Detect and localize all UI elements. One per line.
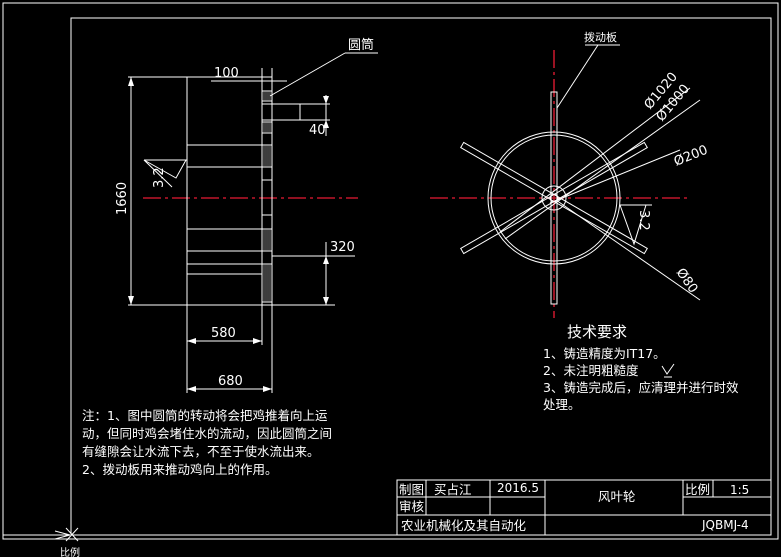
note-line-2: 动，但同时鸡会堵住水的流动，因此圆筒之间: [82, 426, 332, 441]
roughness-right: 3.2: [636, 210, 651, 231]
dim-phi200: Ø200: [672, 143, 710, 170]
dim-40: 40: [309, 123, 326, 138]
tb-drawing-no: JQBMJ-4: [701, 518, 749, 532]
tech-line-3: 3、铸造完成后，应清理并进行时效: [543, 380, 739, 395]
paddle-vertical: [550, 91, 558, 305]
note-line-4: 2、拨动板用来推动鸡向上的作用。: [82, 462, 277, 477]
corner-scale-label: 比例: [60, 546, 80, 557]
dim-phi80: Ø80: [673, 266, 701, 297]
dim-1660: 1660: [115, 182, 130, 215]
dim-580: 580: [211, 326, 236, 341]
dim-320: 320: [330, 240, 355, 255]
note-line-3: 有缝隙会让水流下去，不至于使水流出来。: [82, 444, 320, 459]
tb-shenhe-label: 审核: [399, 499, 425, 514]
outer-frame: [2, 2, 779, 540]
tb-part-name: 风叶轮: [598, 489, 636, 504]
dim-680: 680: [218, 374, 243, 389]
front-view: 拨动板 Ø1020 Ø1000 Ø200 Ø80 3.2: [430, 30, 710, 318]
paddle-label: 拨动板: [584, 30, 617, 44]
roughness-mark-icon: [661, 363, 675, 378]
title-block: 制图 买占江 2016.5 风叶轮 比例 1:5 审核 JQBMJ-4 农业机械…: [396, 479, 772, 536]
tech-line-1: 1、铸造精度为IT17。: [543, 346, 666, 361]
tb-zhi-label: 制图: [399, 482, 424, 497]
tech-line-4: 处理。: [543, 397, 581, 412]
tech-requirements: 技术要求 1、铸造精度为IT17。 2、未注明粗糙度 3、铸造完成后，应清理并进…: [543, 323, 739, 412]
tech-title: 技术要求: [567, 323, 627, 341]
hub-circle: [541, 185, 567, 211]
tb-date: 2016.5: [497, 481, 539, 495]
dim-100: 100: [214, 66, 239, 81]
outer-circle: [487, 131, 621, 265]
tube-label: 圆筒: [348, 37, 374, 53]
tb-scale: 1:5: [730, 483, 749, 497]
notes: 注：1、图中圆筒的转动将会把鸡推着向上运 动，但同时鸡会堵住水的流动，因此圆筒之…: [82, 408, 332, 477]
roughness-left: 3.2: [152, 167, 167, 188]
tb-bili-label: 比例: [685, 482, 710, 497]
note-line-1: 注：1、图中圆筒的转动将会把鸡推着向上运: [82, 408, 328, 423]
side-view: 圆筒 100 40 1660 3.2 320: [115, 37, 378, 393]
ucs-icon: [3, 527, 79, 542]
tb-designer: 买占江: [434, 482, 472, 497]
tb-school: 农业机械化及其自动化: [401, 518, 527, 533]
tech-line-2: 2、未注明粗糙度: [543, 363, 639, 378]
